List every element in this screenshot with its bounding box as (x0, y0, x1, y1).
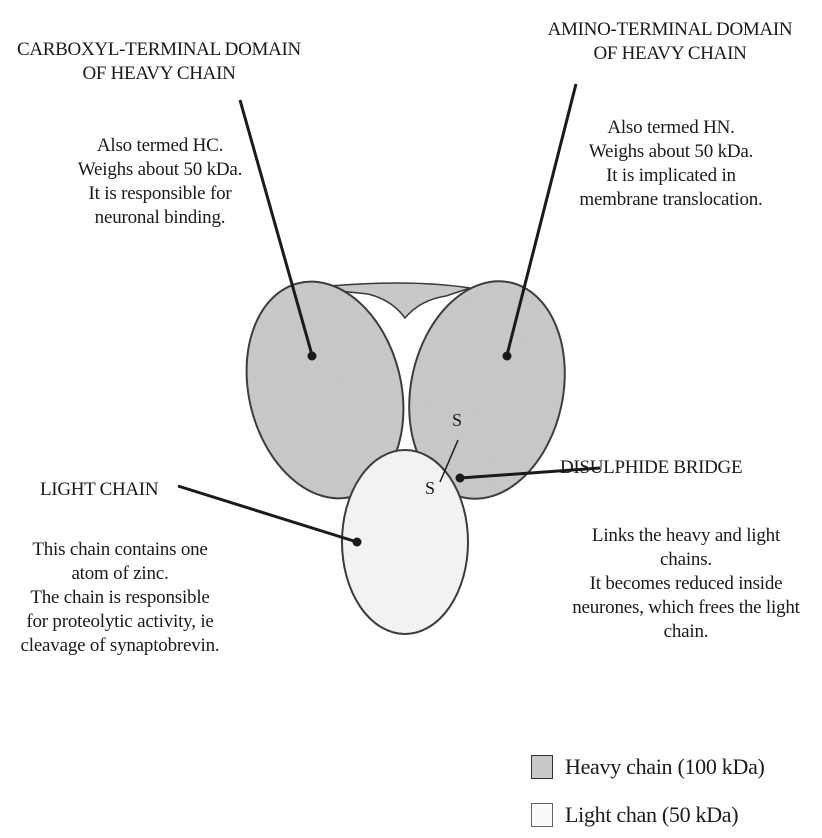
hn-description: Also termed HN. Weighs about 50 kDa. It … (530, 116, 812, 212)
disulphide-description-line: chain. (550, 620, 822, 644)
hn-heading: AMINO-TERMINAL DOMAIN OF HEAVY CHAIN (520, 18, 820, 66)
light-chain-heading: LIGHT CHAIN (40, 478, 190, 502)
disulphide-heading-text: DISULPHIDE BRIDGE (560, 456, 822, 480)
light-chain-description-line: for proteolytic activity, ie (0, 610, 240, 634)
disulphide-description: Links the heavy and light chains. It bec… (550, 524, 822, 644)
disulphide-pointer-dot (456, 474, 465, 483)
legend-item-light-chain: Light chan (50 kDa) (531, 802, 738, 828)
light-chain-pointer-dot (353, 538, 362, 547)
disulphide-description-line: neurones, which frees the light (550, 596, 822, 620)
hn-description-line: Also termed HN. (530, 116, 812, 140)
hc-description-line: It is responsible for (20, 182, 300, 206)
hn-description-line: It is implicated in (530, 164, 812, 188)
hn-description-line: Weighs about 50 kDa. (530, 140, 812, 164)
hn-pointer-dot (503, 352, 512, 361)
light-chain-description-line: The chain is responsible (0, 586, 240, 610)
disulphide-heading: DISULPHIDE BRIDGE (560, 456, 822, 480)
hn-heading-line: AMINO-TERMINAL DOMAIN (520, 18, 820, 42)
hc-description: Also termed HC. Weighs about 50 kDa. It … (20, 134, 300, 230)
disulphide-description-line: It becomes reduced inside (550, 572, 822, 596)
light-chain-description: This chain contains one atom of zinc. Th… (0, 538, 240, 658)
light-chain-description-line: This chain contains one (0, 538, 240, 562)
legend-label-light-chain: Light chan (50 kDa) (565, 802, 738, 828)
hc-description-line: Weighs about 50 kDa. (20, 158, 300, 182)
light-chain-description-line: cleavage of synaptobrevin. (0, 634, 240, 658)
hc-pointer-dot (308, 352, 317, 361)
hc-description-line: neuronal binding. (20, 206, 300, 230)
hc-heading-line: CARBOXYL-TERMINAL DOMAIN (0, 38, 318, 62)
disulphide-description-line: chains. (550, 548, 822, 572)
legend-label-heavy-chain: Heavy chain (100 kDa) (565, 754, 765, 780)
hn-description-line: membrane translocation. (530, 188, 812, 212)
hc-heading-line: OF HEAVY CHAIN (0, 62, 318, 86)
disulphide-description-line: Links the heavy and light (550, 524, 822, 548)
light-chain-swatch (531, 803, 553, 827)
heavy-chain-swatch (531, 755, 553, 779)
light-chain-description-line: atom of zinc. (0, 562, 240, 586)
hc-description-line: Also termed HC. (20, 134, 300, 158)
hc-heading: CARBOXYL-TERMINAL DOMAIN OF HEAVY CHAIN (0, 38, 318, 86)
legend-item-heavy-chain: Heavy chain (100 kDa) (531, 754, 765, 780)
sulfur-label-upper: S (452, 410, 462, 431)
light-chain-heading-text: LIGHT CHAIN (40, 478, 190, 502)
sulfur-label-lower: S (425, 478, 435, 499)
hn-heading-line: OF HEAVY CHAIN (520, 42, 820, 66)
